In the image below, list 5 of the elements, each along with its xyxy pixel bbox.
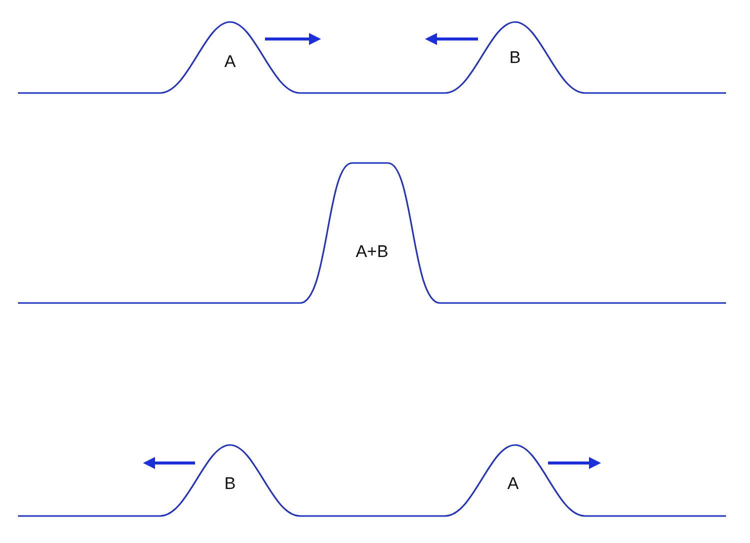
pulse-label: B	[224, 474, 236, 494]
pulse-label: A	[507, 474, 519, 494]
pulse-label: A+B	[356, 242, 388, 262]
pulse-label: A	[224, 52, 236, 72]
pulse-label: B	[509, 48, 521, 68]
